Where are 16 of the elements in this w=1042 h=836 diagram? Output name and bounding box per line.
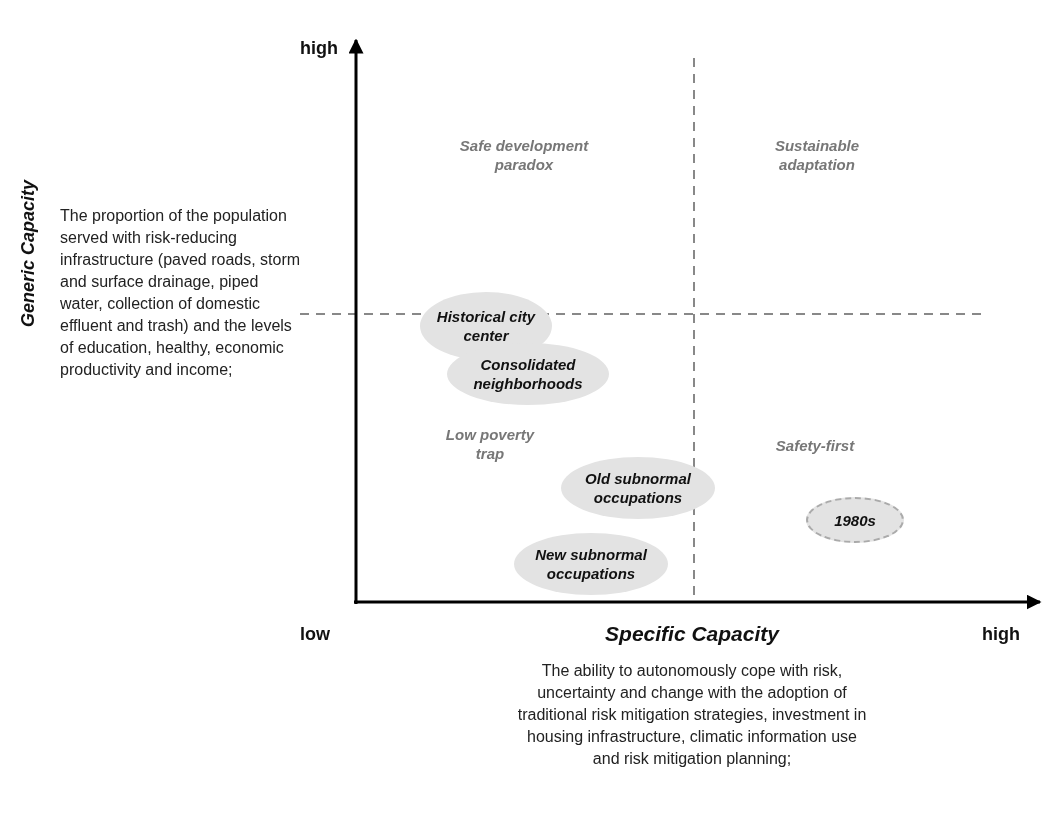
axis-title: Specific Capacity — [604, 622, 781, 646]
node-text: Historical city center — [435, 307, 537, 345]
axis-description: The proportion of the population served with risk-reducing infrastructure (paved roads, storm and surface drainage, piped water, collection of domestic effluent and trash) and the levels of education, healthy, economic productivity and income; — [60, 206, 302, 380]
quadrant-label: Safe development paradox — [458, 136, 590, 174]
axis-label: low — [300, 624, 331, 645]
axis-label: high — [300, 38, 339, 59]
node-text: Old subnormal occupations — [584, 469, 692, 507]
node-text: 1980s — [834, 510, 876, 530]
node-text: Consolidated neighborhoods — [472, 355, 584, 393]
axis-label: high — [982, 624, 1021, 645]
quadrant-label: Safety-first — [774, 436, 856, 455]
axis-description: The ability to autonomously cope with risk, uncertainty and change with the adoption of traditional risk mitigation strategies, investment in housing infrastructure, climatic information use and risk mitigation planning; — [517, 661, 867, 769]
quadrant-label: Low poverty trap — [444, 425, 536, 463]
node-text: New subnormal occupations — [534, 545, 648, 583]
axis-title: Generic Capacity — [18, 180, 39, 328]
quadrant-label: Sustainable adaptation — [773, 136, 861, 174]
